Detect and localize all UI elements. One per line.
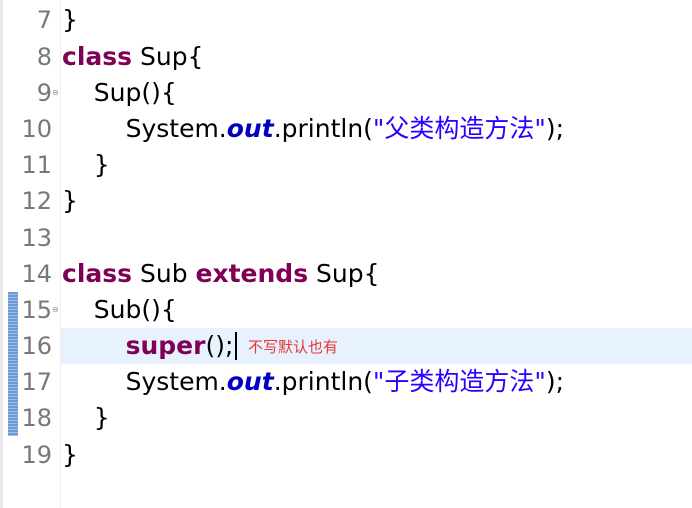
line-number: 12	[21, 187, 52, 215]
current-line-highlight	[61, 328, 692, 364]
code-text: }	[62, 150, 110, 179]
text-cursor	[235, 332, 238, 360]
code-line-13[interactable]: 13	[0, 220, 692, 256]
gutter-divider	[60, 0, 61, 508]
code-line-9[interactable]: 9 ⊖ Sup(){	[0, 75, 692, 111]
code-line-11[interactable]: 11 }	[0, 147, 692, 183]
line-number: 17	[21, 368, 52, 396]
code-line-7[interactable]: 7 }	[0, 2, 692, 38]
code-text: Sup(){	[62, 78, 177, 107]
keyword-token: class	[62, 42, 133, 71]
code-line-18[interactable]: 18 }	[0, 400, 692, 436]
line-number: 13	[21, 224, 52, 252]
code-line-12[interactable]: 12 }	[0, 183, 692, 219]
code-text: }	[62, 403, 110, 432]
string-literal-token: "父类构造方法"	[372, 114, 546, 143]
code-line-14[interactable]: 14 class Sub extends Sup{	[0, 256, 692, 292]
line-number: 10	[21, 115, 52, 143]
static-field-token: out	[226, 114, 274, 143]
keyword-token: super	[125, 331, 206, 360]
keyword-token: extends	[195, 259, 309, 288]
code-text: }	[62, 440, 78, 469]
static-field-token: out	[226, 367, 274, 396]
change-indicator-bar	[8, 292, 18, 436]
code-text: }	[62, 186, 78, 215]
code-line-15[interactable]: 15 ⊖ Sub(){	[0, 292, 692, 328]
code-text: System.out.println("父类构造方法");	[62, 114, 565, 143]
line-number: 8	[36, 43, 52, 71]
code-text: class Sup{	[62, 42, 204, 71]
line-number: 19	[21, 441, 52, 469]
fold-collapse-icon[interactable]: ⊖	[52, 88, 59, 97]
code-text: Sub(){	[62, 295, 177, 324]
line-number: 14	[21, 260, 52, 288]
line-number: 16	[21, 332, 52, 360]
code-text: super();	[62, 331, 238, 361]
string-literal-token: "子类构造方法"	[372, 367, 546, 396]
line-number: 18	[21, 404, 52, 432]
code-text: System.out.println("子类构造方法");	[62, 367, 565, 396]
code-text: }	[62, 5, 78, 34]
fold-collapse-icon[interactable]: ⊖	[52, 305, 59, 314]
line-number: 15	[21, 296, 52, 324]
keyword-token: class	[62, 259, 133, 288]
line-number: 9	[36, 79, 52, 107]
editor-left-border	[0, 0, 3, 508]
line-number: 11	[21, 151, 52, 179]
code-line-16[interactable]: 16 super(); 不写默认也有	[0, 328, 692, 364]
line-number: 7	[36, 6, 52, 34]
code-line-8[interactable]: 8 class Sup{	[0, 39, 692, 75]
code-line-10[interactable]: 10 System.out.println("父类构造方法");	[0, 111, 692, 147]
annotation-note: 不写默认也有	[248, 338, 339, 356]
code-line-19[interactable]: 19 }	[0, 437, 692, 473]
code-text: class Sub extends Sup{	[62, 259, 380, 288]
code-line-17[interactable]: 17 System.out.println("子类构造方法");	[0, 364, 692, 400]
